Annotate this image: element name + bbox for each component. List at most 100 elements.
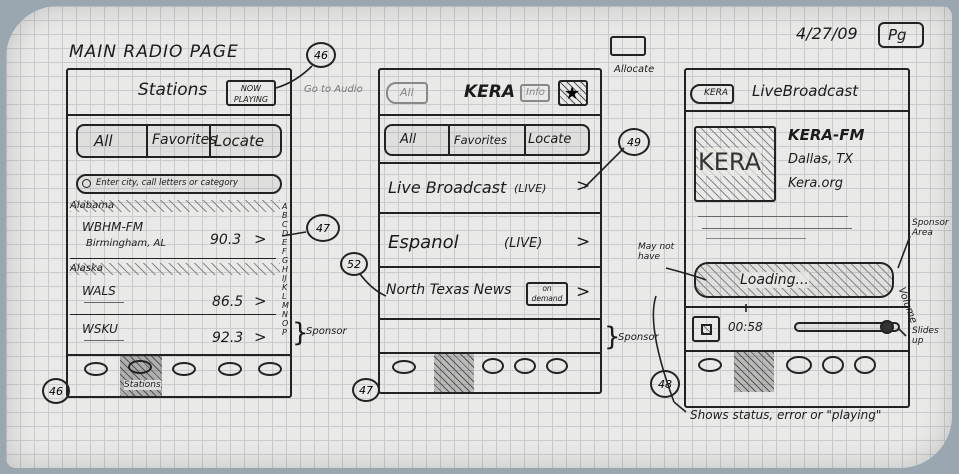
info-button[interactable]: Info [520,84,550,102]
status-bar: Loading... [694,262,894,298]
note-sponsor-area: Sponsor Area [912,218,949,238]
stop-button[interactable] [692,316,720,342]
tab-icon-3[interactable] [482,358,504,374]
screen2-nav-divider [378,114,602,116]
list-divider [378,266,602,268]
back-button[interactable]: All [386,82,428,104]
tab-locate[interactable]: Locate [214,132,265,150]
badge-47: 47 [306,214,340,242]
screen3-nav-divider [684,110,910,112]
screen3-title: LiveBroadcast [752,82,859,100]
tab-locate[interactable]: Locate [528,132,572,147]
scribble-top: Allocate [614,64,655,75]
star-icon: ★ [564,83,581,104]
badge-47-bottom: 47 [352,378,380,402]
tab-all[interactable]: All [400,132,417,147]
logo-text: KERA [698,148,762,176]
tab-selected[interactable] [734,352,774,392]
section-header-alabama: Alabama [70,200,280,212]
station-call[interactable]: WALS [82,284,116,298]
search-input[interactable]: Enter city, call letters or category [76,174,282,194]
list-item-label[interactable]: Live Broadcast [388,178,507,197]
station-freq: 90.3 [210,232,242,248]
tab-icon-1[interactable] [84,362,108,376]
tab-icon-1[interactable] [392,360,416,374]
status-text: Loading... [740,272,809,288]
now-playing-label: NOW PLAYING [233,84,269,104]
tab-icon-5[interactable] [854,356,876,374]
badge-49: 49 [618,128,650,156]
tab-favorites[interactable]: Favorites [454,133,508,147]
sponsor-bracket: } [292,318,309,348]
badge-46-bottom: 46 [42,378,70,404]
back-label: All [400,86,414,99]
favorite-star-button[interactable]: ★ [558,80,588,106]
elapsed-time: 00:58 [728,320,763,334]
station-city: Dallas, TX [788,152,854,167]
screen2-title: KERA [464,82,516,102]
list-item-label[interactable]: Espanol [388,232,459,253]
tab-icon-4[interactable] [822,356,844,374]
badge-46-top: 46 [306,42,336,68]
tab-divider [448,126,450,154]
on-demand-label: on demand [531,284,563,303]
chevron-right-icon[interactable]: > [254,230,267,248]
section-header-alaska: Alaska [70,263,280,275]
slider-knob[interactable] [880,320,894,334]
search-icon [82,179,91,188]
station-call[interactable]: WBHM-FM [82,220,144,234]
tab-divider [146,126,148,156]
desc-scribble [702,228,852,229]
station-logo: KERA [694,126,776,202]
volume-slider[interactable] [794,320,900,334]
now-playing-button[interactable]: NOW PLAYING [226,80,276,106]
tabbar-divider [66,354,292,356]
back-button[interactable]: KERA [690,84,734,104]
row-divider [70,314,276,315]
list-item-label[interactable]: North Texas News [386,282,512,298]
chevron-right-icon[interactable]: > [254,328,267,346]
tab-icon-5[interactable] [258,362,282,376]
tab-favorites[interactable]: Favorites [152,132,217,148]
live-tag: (LIVE) [514,182,547,195]
screen1-side-note: Go to Audio [304,84,363,95]
list-divider [378,212,602,214]
tab-divider [209,126,211,156]
station-site[interactable]: Kera.org [788,176,844,191]
tab-selected[interactable]: Stations [120,356,162,396]
screen1-tabs [76,124,282,158]
tab-icon-4[interactable] [514,358,536,374]
list-divider [378,318,602,320]
chevron-right-icon[interactable]: > [576,232,591,252]
controls-divider [684,306,910,308]
note-may-not-have: May not have [638,242,675,262]
desc-scribble [706,238,806,239]
main-title: MAIN RADIO PAGE [69,42,239,62]
scribble-line [84,340,124,341]
tab-selected[interactable] [434,354,474,392]
note-slides-up: Slides up [912,326,939,346]
badge-52: 52 [340,252,368,276]
sponsor-note: Sponsor [306,326,347,337]
tab-all[interactable]: All [94,132,113,150]
alpha-index[interactable]: ABCDEFGHIJKLMNOP [282,202,289,337]
scribble-line [84,302,124,303]
tab-icon-3[interactable] [786,356,812,374]
tab-icon-1[interactable] [698,358,722,372]
chevron-right-icon[interactable]: > [576,176,591,196]
tab-icon-5[interactable] [546,358,568,374]
tabbar-divider [684,350,910,352]
back-label: KERA [704,88,728,98]
tab-divider [524,126,526,154]
chevron-right-icon[interactable]: > [576,282,591,302]
tab-icon-4[interactable] [218,362,242,376]
station-call[interactable]: WSKU [82,322,118,336]
tab-icon-3[interactable] [172,362,196,376]
page-tag: Pg [888,26,907,44]
station-name: KERA-FM [788,126,865,144]
annotation-arrows [275,65,911,413]
chevron-right-icon[interactable]: > [254,292,267,310]
live-tag: (LIVE) [504,236,543,251]
tabbar-divider [378,352,602,354]
tab-caption: Stations [124,380,161,390]
